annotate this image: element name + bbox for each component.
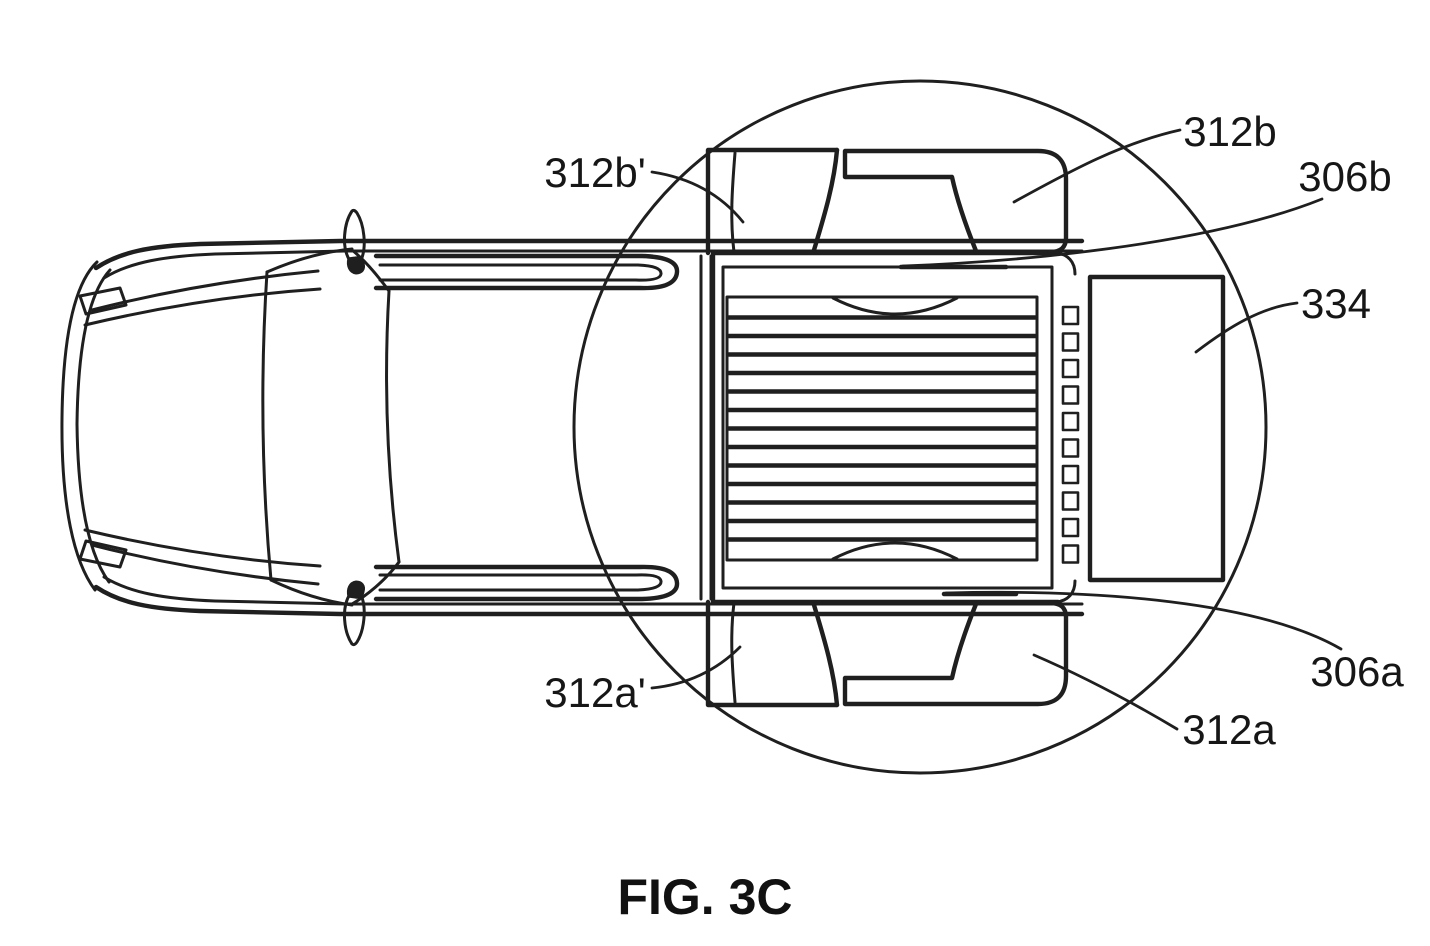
ref-label-312b-prime: 312b' [544, 149, 645, 196]
figure-caption: FIG. 3C [617, 869, 792, 925]
bed-wall-outer [710, 250, 1061, 605]
ref-label-312a: 312a [1182, 706, 1276, 753]
roof-rail-top-outer [373, 253, 680, 291]
leader-306b [901, 197, 1324, 268]
fender-panel-312b [842, 148, 1069, 255]
ref-label-306a: 306a [1310, 648, 1404, 695]
wheel-hump-bottom [831, 541, 959, 561]
fender-panel-inner-edge-bottom [730, 601, 737, 704]
ref-label-306b: 306b [1298, 153, 1391, 200]
a-pillar-top-1 [265, 247, 354, 274]
leader-312a-prime [650, 645, 742, 690]
leader-334 [1194, 301, 1299, 354]
body-side-line-bottom-inner [102, 575, 1084, 606]
side-mirror-bottom [343, 588, 366, 647]
leader-312a [1032, 653, 1179, 731]
leader-312b-prime [650, 170, 745, 224]
a-pillar-bottom-1 [269, 578, 354, 607]
bed-wall-inner [721, 265, 1054, 590]
wheel-hump-top [831, 296, 959, 316]
fender-panel-312b-prime-top [705, 147, 840, 256]
bed-corner-hook-bottom [1054, 579, 1077, 604]
fender-panel-312a-prime-bottom [705, 599, 840, 708]
windshield-base [261, 270, 273, 582]
ref-label-312a-prime: 312a' [544, 669, 645, 716]
side-mirror-top [343, 208, 366, 267]
body-side-line-top-outer [93, 238, 1085, 271]
fender-panel-312a [842, 600, 1069, 707]
hood-crease-bottom-1 [90, 543, 320, 586]
truck-top-view [60, 147, 1226, 708]
side-mirror-bottom-base [346, 580, 365, 599]
fender-panels-bottom [705, 599, 1069, 708]
bed-corner-hook-top [1054, 251, 1077, 276]
reference-labels: 312b' 312b 306b 334 306a 312a 312a' [544, 108, 1404, 753]
front-bumper-inner [75, 268, 112, 584]
bed-floor-outline [725, 295, 1039, 562]
headlight-top [78, 286, 128, 316]
windshield-top-edge [385, 289, 401, 564]
hood-crease-top-2 [83, 287, 322, 327]
body-side-line-bottom-outer [93, 584, 1085, 617]
side-mirror-top-base [346, 256, 365, 275]
wheel-cutout-left-bottom [811, 602, 840, 708]
fender-panel-inner-edge-top [730, 151, 737, 254]
ref-label-334: 334 [1301, 280, 1371, 327]
fender-panels-top [705, 147, 1069, 256]
wheel-cutout-left-top [811, 147, 840, 253]
roof-rail-bottom-outer [373, 564, 680, 602]
hood-crease-top-1 [90, 269, 320, 312]
cab-rear-wall [699, 254, 713, 601]
roof-rail-bottom-inner [378, 573, 663, 592]
ref-label-312b: 312b [1183, 108, 1276, 155]
body-side-line-top-inner [102, 249, 1084, 280]
tailgate-hinge-segments [1061, 305, 1080, 564]
bed-floor-ribs [726, 315, 1038, 542]
headlight-bottom [78, 539, 128, 569]
leader-312b [1012, 128, 1182, 204]
front-bumper-outer [60, 260, 99, 592]
rear-box-334 [1087, 274, 1226, 583]
hood-crease-bottom-2 [83, 528, 322, 568]
leader-lines [650, 128, 1343, 731]
magnifier-circle [572, 79, 1268, 775]
roof-rail-top-inner [378, 263, 663, 282]
truck-bed [710, 250, 1080, 605]
